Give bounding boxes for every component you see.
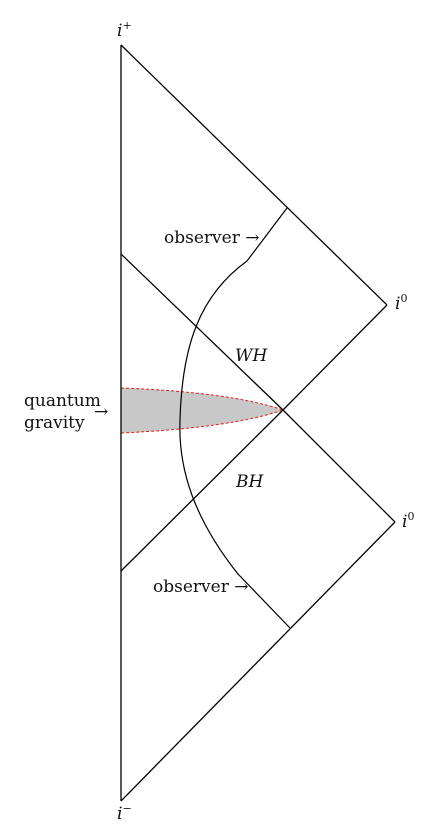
black-hole-label: BH bbox=[235, 472, 264, 492]
future-timelike-infinity-label: i+ bbox=[117, 19, 132, 41]
observer-arrow-upper bbox=[247, 252, 256, 262]
past-timelike-infinity-label: i− bbox=[117, 802, 132, 824]
quantum-gravity-label-line2: gravity bbox=[24, 413, 85, 433]
future-null-infinity-line bbox=[120, 44, 388, 306]
lower-future-null-line bbox=[282, 409, 396, 523]
observer-arrow-lower bbox=[237, 554, 245, 562]
quantum-gravity-label-line1: quantum bbox=[24, 391, 101, 411]
lower-spatial-infinity-label: i0 bbox=[402, 510, 414, 532]
past-null-infinity-line bbox=[120, 521, 396, 802]
black-hole-horizon-line bbox=[120, 409, 284, 572]
white-hole-horizon-line bbox=[120, 253, 284, 411]
white-hole-label: WH bbox=[235, 346, 268, 366]
upper-past-null-line bbox=[282, 304, 388, 411]
quantum-gravity-region bbox=[120, 387, 285, 434]
quantum-gravity-arrow: → bbox=[94, 402, 108, 422]
observer-label-upper: observer → bbox=[164, 228, 259, 248]
upper-spatial-infinity-label: i0 bbox=[395, 292, 407, 314]
observer-label-lower: observer → bbox=[153, 577, 248, 597]
observer-worldline bbox=[179, 207, 291, 629]
